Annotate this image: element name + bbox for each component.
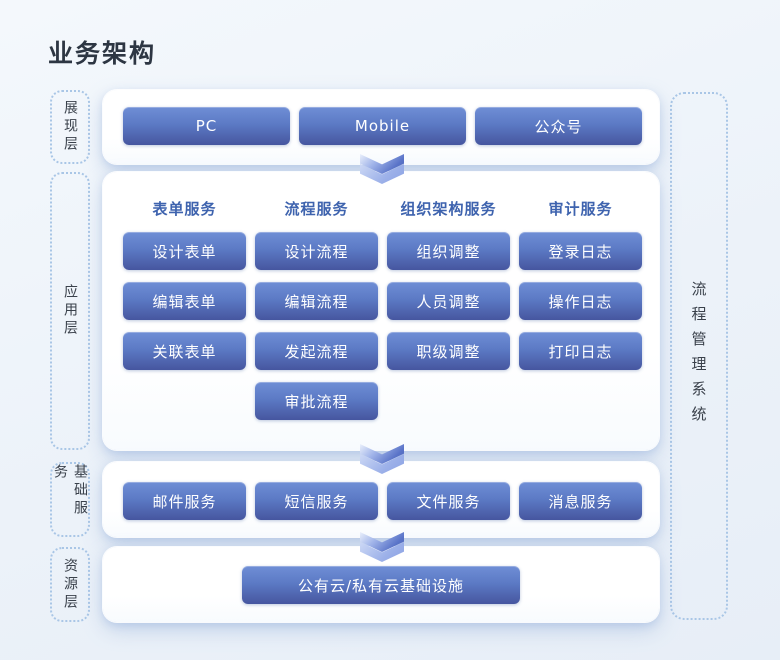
diagram-node: 打印日志 (519, 332, 642, 370)
right-rail-text: 流程管理系统 (689, 281, 708, 431)
diagram-node-cloud-infrastructure: 公有云/私有云基础设施 (242, 566, 520, 604)
column-audit-service: 审计服务 登录日志 操作日志 打印日志 (519, 198, 642, 420)
diagram-node: 编辑流程 (255, 282, 378, 320)
diagram-node-mail-service: 邮件服务 (123, 482, 246, 520)
diagram-node-message-service: 消息服务 (519, 482, 642, 520)
arrow-down-icon (360, 532, 404, 562)
diagram-node-sms-service: 短信服务 (255, 482, 378, 520)
diagram-node: 审批流程 (255, 382, 378, 420)
diagram-node: 职级调整 (387, 332, 510, 370)
page-title: 业务架构 (48, 39, 157, 68)
layer-label-presentation: 展现层 (50, 90, 90, 164)
diagram-node: 设计表单 (123, 232, 246, 270)
layer-label-base-services: 基础服务 (50, 462, 90, 537)
diagram-node: 关联表单 (123, 332, 246, 370)
column-header: 组织架构服务 (400, 200, 497, 218)
base-services-row: 邮件服务 短信服务 文件服务 消息服务 (123, 482, 642, 520)
diagram-node: 操作日志 (519, 282, 642, 320)
diagram-node-official-account: 公众号 (475, 107, 642, 145)
application-columns: 表单服务 设计表单 编辑表单 关联表单 流程服务 设计流程 编辑流程 发起流程 … (123, 198, 642, 420)
column-organization-service: 组织架构服务 组织调整 人员调整 职级调整 (387, 198, 510, 420)
layer-label-resource: 资源层 (50, 547, 90, 622)
diagram-node-pc: PC (123, 107, 290, 145)
layer-label-text: 基础服务 (52, 464, 88, 518)
diagram-node: 编辑表单 (123, 282, 246, 320)
presentation-row: PC Mobile 公众号 (123, 107, 642, 145)
presentation-layer-panel: PC Mobile 公众号 (103, 90, 659, 164)
layer-label-text: 应用层 (62, 284, 78, 338)
diagram-node-mobile: Mobile (299, 107, 466, 145)
column-header: 流程服务 (284, 200, 349, 218)
column-process-service: 流程服务 设计流程 编辑流程 发起流程 审批流程 (255, 198, 378, 420)
diagram-node: 登录日志 (519, 232, 642, 270)
diagram-node: 设计流程 (255, 232, 378, 270)
diagram-node-file-service: 文件服务 (387, 482, 510, 520)
column-form-service: 表单服务 设计表单 编辑表单 关联表单 (123, 198, 246, 420)
arrow-down-icon (360, 444, 404, 474)
column-header: 审计服务 (548, 200, 613, 218)
diagram-node: 组织调整 (387, 232, 510, 270)
layer-label-text: 资源层 (62, 557, 78, 612)
process-management-system-label: 流程管理系统 (670, 92, 728, 620)
column-header: 表单服务 (152, 200, 217, 218)
diagram-node: 发起流程 (255, 332, 378, 370)
diagram-node: 人员调整 (387, 282, 510, 320)
layer-label-application: 应用层 (50, 172, 90, 450)
layer-label-text: 展现层 (62, 100, 78, 154)
base-services-panel: 邮件服务 短信服务 文件服务 消息服务 (103, 462, 659, 537)
application-layer-panel: 表单服务 设计表单 编辑表单 关联表单 流程服务 设计流程 编辑流程 发起流程 … (103, 172, 659, 450)
arrow-down-icon (360, 154, 404, 184)
